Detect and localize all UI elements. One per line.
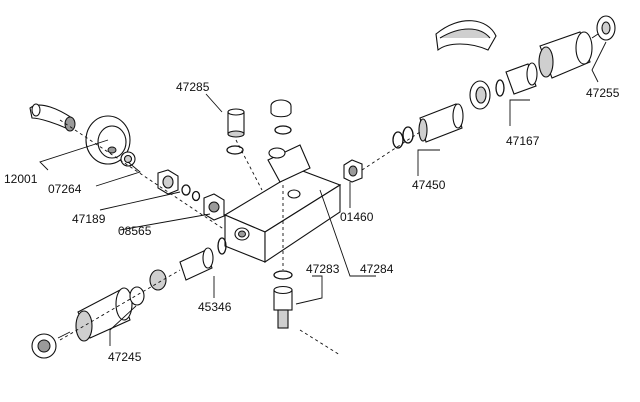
- part-number-47245: 47245: [108, 350, 142, 364]
- part-number-47285: 47285: [176, 80, 210, 94]
- part-number-07264: 07264: [48, 182, 82, 196]
- part-number-47167: 47167: [506, 134, 540, 148]
- part-number-01460: 01460: [340, 210, 374, 224]
- part-47167-nut: [469, 62, 538, 110]
- part-08565-fitting: [203, 193, 225, 221]
- part-45346-cartridge: [179, 237, 227, 281]
- part-number-47189: 47189: [72, 212, 106, 226]
- part-47189-nut: [157, 169, 201, 202]
- part-01460-fitting: [343, 159, 363, 183]
- part-number-47255: 47255: [586, 86, 620, 100]
- part-top-cap: [270, 99, 292, 135]
- part-number-08565: 08565: [118, 224, 152, 238]
- part-47255-handle: [538, 15, 616, 79]
- part-handle-cover: [435, 20, 497, 52]
- part-number-12001: 12001: [4, 172, 38, 186]
- assembly-axes: [59, 119, 421, 356]
- part-47450-cartridge: [392, 103, 464, 149]
- part-number-47283: 47283: [306, 262, 340, 276]
- mixer-body: [223, 144, 342, 264]
- part-number-47284: 47284: [360, 262, 394, 276]
- leader-lines: [39, 41, 607, 346]
- part-47285-valve: [226, 108, 245, 155]
- part-47245-handle: [31, 269, 167, 359]
- part-12001-spindle: [29, 103, 76, 132]
- part-number-47450: 47450: [412, 178, 446, 192]
- part-number-45346: 45346: [198, 300, 232, 314]
- part-47283-valve: [273, 270, 293, 329]
- part-07264-ring: [120, 151, 136, 167]
